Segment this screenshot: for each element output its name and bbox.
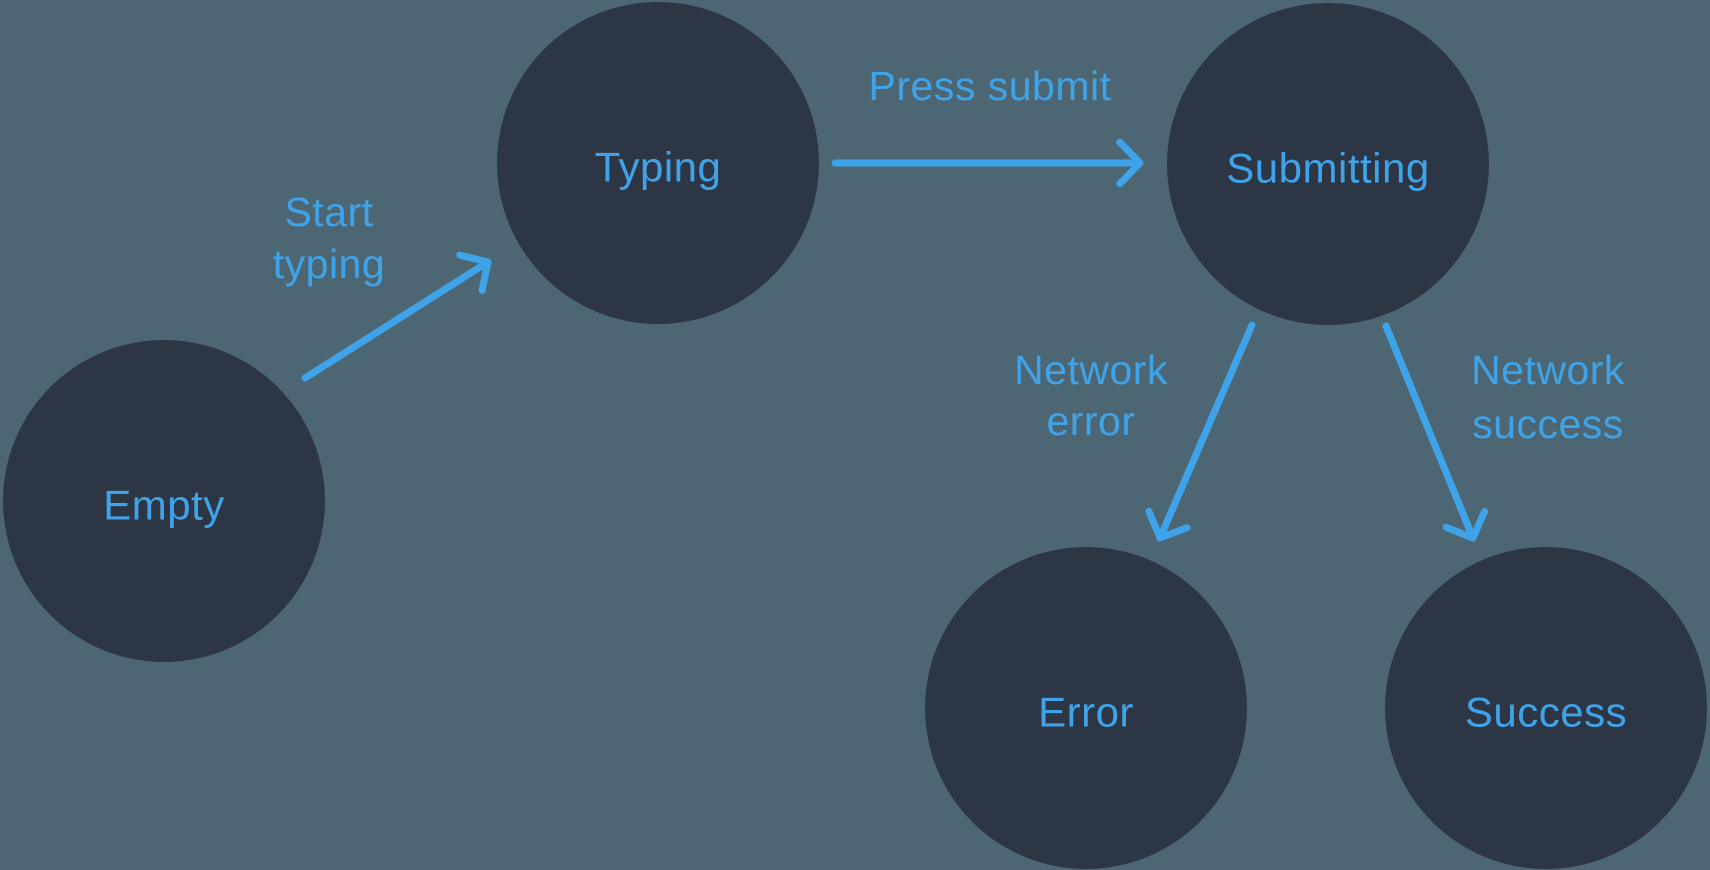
state-node-submitting: [1167, 3, 1489, 325]
edge-line-start-typing: [301, 258, 492, 382]
arrowhead-icon: [1145, 507, 1191, 542]
arrowhead-icon: [1116, 138, 1144, 188]
edge-label-network-success: Network success: [1471, 347, 1625, 447]
edge-label-line: error: [1046, 398, 1135, 444]
edge-line-network-success: [1382, 322, 1477, 542]
edge-label-line: Start: [284, 189, 373, 235]
edge-label-line: Network: [1014, 347, 1168, 393]
state-node-label-submitting: Submitting: [1226, 145, 1429, 192]
arrowhead-icon: [1442, 507, 1489, 542]
edge-label-line: success: [1472, 401, 1624, 447]
edge-label-start-typing: Start typing: [273, 189, 385, 287]
edge-label-line: typing: [273, 241, 385, 287]
state-node-label-success: Success: [1465, 689, 1627, 736]
state-node-error: [925, 547, 1247, 869]
edge-label-line: Network: [1471, 347, 1625, 393]
state-node-typing: [497, 2, 819, 324]
edge-line-network-error: [1156, 321, 1256, 542]
state-node-empty: [3, 340, 325, 662]
state-node-label-typing: Typing: [595, 144, 722, 191]
state-node-success: [1385, 547, 1707, 869]
state-node-label-error: Error: [1038, 689, 1134, 736]
edge-label-press-submit: Press submit: [869, 63, 1112, 109]
arrowhead-icon: [456, 251, 492, 294]
state-node-label-empty: Empty: [103, 482, 225, 529]
edge-label-line: Press submit: [869, 63, 1112, 109]
edge-label-network-error: Network error: [1014, 347, 1168, 444]
